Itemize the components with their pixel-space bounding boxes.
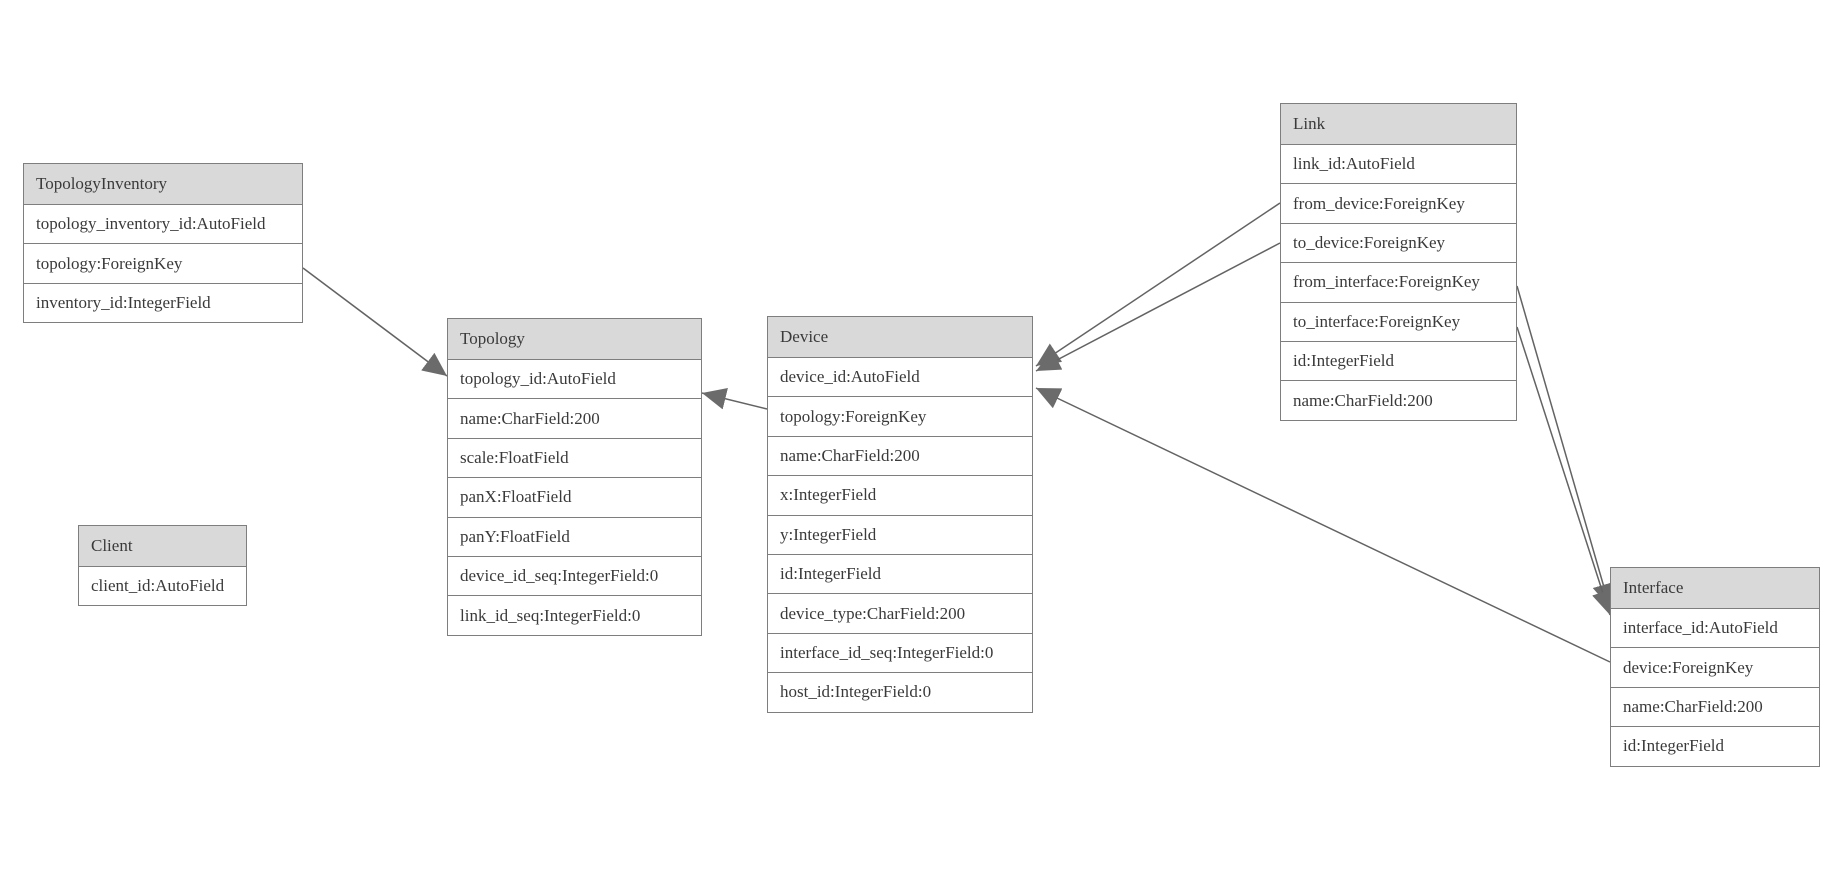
field-row: topology:ForeignKey xyxy=(768,397,1032,437)
field-row: name:CharField:200 xyxy=(448,399,701,439)
field-row: inventory_id:IntegerField xyxy=(24,283,302,323)
field-row: name:CharField:200 xyxy=(768,436,1032,477)
field-row: name:CharField:200 xyxy=(1611,687,1819,728)
field-row: scale:FloatField xyxy=(448,438,701,479)
field-row: y:IntegerField xyxy=(768,515,1032,555)
field-row: device_type:CharField:200 xyxy=(768,594,1032,634)
field-row: panY:FloatField xyxy=(448,517,701,557)
entity-title: Interface xyxy=(1611,568,1819,609)
edge-Link.to_device-to-Device xyxy=(1035,242,1281,372)
edge-Link.from_interface-to-Interface xyxy=(1516,285,1614,609)
edge-Interface.device-to-Device xyxy=(1035,387,1611,663)
field-row: panX:FloatField xyxy=(448,478,701,518)
field-row: client_id:AutoField xyxy=(79,567,246,606)
field-row: topology:ForeignKey xyxy=(24,244,302,284)
field-row: to_interface:ForeignKey xyxy=(1281,302,1516,342)
field-row: topology_inventory_id:AutoField xyxy=(24,205,302,245)
edge-TopologyInventory.topology-to-Topology xyxy=(302,267,448,377)
field-row: from_interface:ForeignKey xyxy=(1281,263,1516,303)
field-row: interface_id_seq:IntegerField:0 xyxy=(768,633,1032,674)
field-row: interface_id:AutoField xyxy=(1611,609,1819,649)
field-row: id:IntegerField xyxy=(1281,341,1516,382)
entity-title: Link xyxy=(1281,104,1516,145)
field-row: topology_id:AutoField xyxy=(448,360,701,400)
entity-title: Device xyxy=(768,317,1032,358)
entity-title: TopologyInventory xyxy=(24,164,302,205)
field-row: device:ForeignKey xyxy=(1611,648,1819,688)
field-row: id:IntegerField xyxy=(1611,727,1819,766)
field-row: link_id_seq:IntegerField:0 xyxy=(448,596,701,635)
field-row: x:IntegerField xyxy=(768,476,1032,516)
entity-title: Client xyxy=(79,526,246,567)
field-row: to_device:ForeignKey xyxy=(1281,223,1516,264)
field-row: device_id_seq:IntegerField:0 xyxy=(448,556,701,597)
field-row: host_id:IntegerField:0 xyxy=(768,673,1032,712)
field-row: name:CharField:200 xyxy=(1281,381,1516,420)
edge-Link.from_device-to-Device xyxy=(1035,202,1281,367)
edge-Device.topology-to-Topology xyxy=(701,388,768,410)
edge-Link.to_interface-to-Interface xyxy=(1516,326,1614,616)
field-row: device_id:AutoField xyxy=(768,358,1032,398)
field-row: from_device:ForeignKey xyxy=(1281,184,1516,224)
field-row: id:IntegerField xyxy=(768,554,1032,595)
entity-title: Topology xyxy=(448,319,701,360)
field-row: link_id:AutoField xyxy=(1281,145,1516,185)
